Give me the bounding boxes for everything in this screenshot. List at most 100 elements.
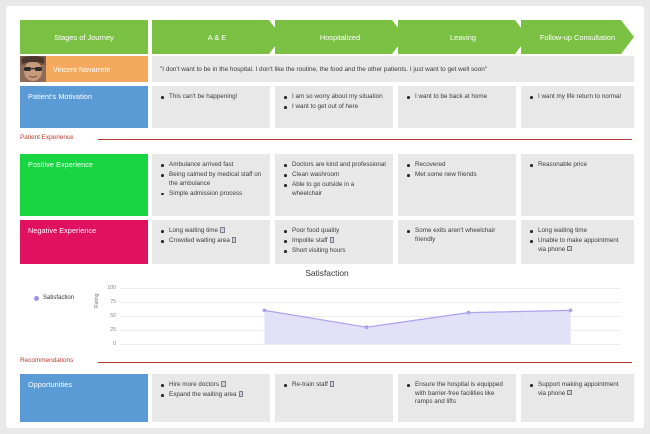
data-point bbox=[262, 308, 267, 313]
list-item: Expand the waiting area bbox=[160, 391, 263, 400]
stage-chevron-follow-up-consultation[interactable]: Follow-up Consultation bbox=[521, 20, 634, 54]
list-item-text: I want my life return to normal bbox=[538, 93, 621, 100]
list-item-text: Support making appointment via phone bbox=[538, 381, 619, 397]
note-badge-icon bbox=[329, 237, 335, 243]
list-item: Poor food quality bbox=[283, 227, 386, 236]
list-item-text: Able to go outside in a wheelchair bbox=[292, 181, 355, 197]
list-item: Crowded waiting area bbox=[160, 237, 263, 246]
list-item-text: Recovered bbox=[415, 161, 446, 168]
section-rule bbox=[98, 139, 632, 140]
list-item-text: Long waiting time bbox=[169, 227, 219, 234]
y-tick-label: 25 bbox=[110, 327, 116, 333]
opportunities-cell: Ensure the hospital is equipped with bar… bbox=[398, 374, 516, 422]
stages-header-row: Stages of Journey A & E Hospitalized Lea… bbox=[6, 20, 644, 54]
list-item: Short visiting hours bbox=[283, 247, 386, 256]
note-badge-icon bbox=[221, 381, 226, 387]
section-title: Recommendations bbox=[20, 357, 74, 364]
gridline bbox=[120, 344, 620, 345]
series-line bbox=[264, 309, 571, 328]
list-item: Recovered bbox=[406, 161, 509, 170]
list-item-text: Being calmed by medical staff on the amb… bbox=[169, 171, 262, 187]
list-item: Being calmed by medical staff on the amb… bbox=[160, 171, 263, 188]
list-item: Simple admission process bbox=[160, 190, 263, 199]
section-title: Patient Experience bbox=[20, 134, 74, 141]
y-tick-label: 75 bbox=[110, 299, 116, 305]
list-item: This can't be happening! bbox=[160, 93, 263, 102]
positive-experience-row: Positive Experience Ambulance arrived fa… bbox=[6, 154, 644, 216]
list-item-text: Met some new friends bbox=[415, 171, 477, 179]
area-fill bbox=[264, 310, 571, 344]
list-item-text: Long waiting time bbox=[538, 227, 588, 234]
gridline bbox=[120, 288, 620, 289]
list-item-text: Simple admission process bbox=[169, 189, 243, 197]
list-item: Ambulance arrived fast bbox=[160, 161, 263, 170]
list-item-text: Ensure the hospital is equipped with bar… bbox=[415, 381, 503, 406]
list-item-text: I want to be back at home bbox=[415, 93, 488, 100]
list-item: Clean washroom bbox=[283, 171, 386, 180]
note-badge-icon bbox=[238, 391, 244, 397]
data-point bbox=[364, 325, 369, 330]
list-item: Ensure the hospital is equipped with bar… bbox=[406, 381, 509, 407]
gridline bbox=[120, 302, 620, 303]
stage-chevron-hospitalized[interactable]: Hospitalized bbox=[275, 20, 405, 54]
section-header-recommendations: Recommendations bbox=[20, 357, 632, 369]
list-item: Some exits aren't wheelchair friendly bbox=[406, 227, 509, 244]
list-item-text: Reasonable price bbox=[538, 161, 588, 168]
list-item-text: Hire more doctors bbox=[169, 381, 220, 388]
list-item-text: Poor food quality bbox=[292, 227, 340, 234]
negative-experience-label: Negative Experience bbox=[20, 220, 148, 264]
stages-of-journey-label: Stages of Journey bbox=[20, 20, 148, 54]
data-point bbox=[466, 310, 471, 315]
list-item-text: Doctors are kind and professional bbox=[292, 161, 386, 168]
motivation-cell: I want to be back at home bbox=[398, 86, 516, 128]
list-item-text: Unable to make appointment via phone bbox=[538, 237, 619, 253]
list-item: Long waiting time bbox=[160, 227, 263, 236]
list-item-text: Crowded waiting area bbox=[169, 237, 230, 245]
legend-label: Satisfaction bbox=[43, 295, 75, 301]
negative-cell: Some exits aren't wheelchair friendly bbox=[398, 220, 516, 264]
motivation-cell: I am so worry about my situation I want t… bbox=[275, 86, 393, 128]
persona-row: Vincent Navarrete "I don't want to be in… bbox=[6, 56, 644, 82]
list-item-text: Short visiting hours bbox=[292, 247, 346, 255]
section-rule bbox=[98, 362, 632, 363]
journey-map-card: Stages of Journey A & E Hospitalized Lea… bbox=[6, 6, 644, 428]
chart-legend[interactable]: Satisfaction bbox=[34, 295, 74, 301]
person-photo-avatar-icon bbox=[20, 56, 46, 82]
list-item: I am so worry about my situation bbox=[283, 93, 386, 102]
list-item-text: I want to get out of here bbox=[292, 103, 359, 111]
gridline bbox=[120, 316, 620, 317]
list-item: I want to be back at home bbox=[406, 93, 509, 102]
list-item-text: Clean washroom bbox=[292, 171, 340, 179]
legend-marker-icon bbox=[34, 295, 39, 301]
list-item-text: Re-train staff bbox=[292, 381, 328, 388]
list-item: Long waiting time bbox=[529, 227, 627, 236]
data-point bbox=[568, 308, 573, 313]
list-item: I want my life return to normal bbox=[529, 93, 627, 102]
opportunities-label: Opportunities bbox=[20, 374, 148, 422]
motivation-cell: I want my life return to normal bbox=[521, 86, 634, 128]
list-item: Unable to make appointment via phone bbox=[529, 237, 627, 254]
patients-motivation-row: Patient's Motivation This can't be happe… bbox=[6, 86, 644, 128]
list-item-text: Some exits aren't wheelchair friendly bbox=[415, 227, 496, 243]
list-item-text: I am so worry about my situation bbox=[292, 93, 383, 100]
list-item: Re-train staff bbox=[283, 381, 386, 390]
chart-title: Satisfaction bbox=[305, 268, 349, 278]
list-item-text: Impolite staff bbox=[292, 237, 328, 245]
note-badge-icon bbox=[220, 227, 225, 233]
y-tick-label: 100 bbox=[107, 285, 116, 291]
stage-chevron-a-and-e[interactable]: A & E bbox=[152, 20, 282, 54]
stage-chevron-leaving[interactable]: Leaving bbox=[398, 20, 528, 54]
y-tick-label: 50 bbox=[110, 313, 116, 319]
list-item: Impolite staff bbox=[283, 237, 386, 246]
list-item-text: Expand the waiting area bbox=[169, 391, 237, 399]
chart-series-satisfaction bbox=[262, 308, 573, 344]
